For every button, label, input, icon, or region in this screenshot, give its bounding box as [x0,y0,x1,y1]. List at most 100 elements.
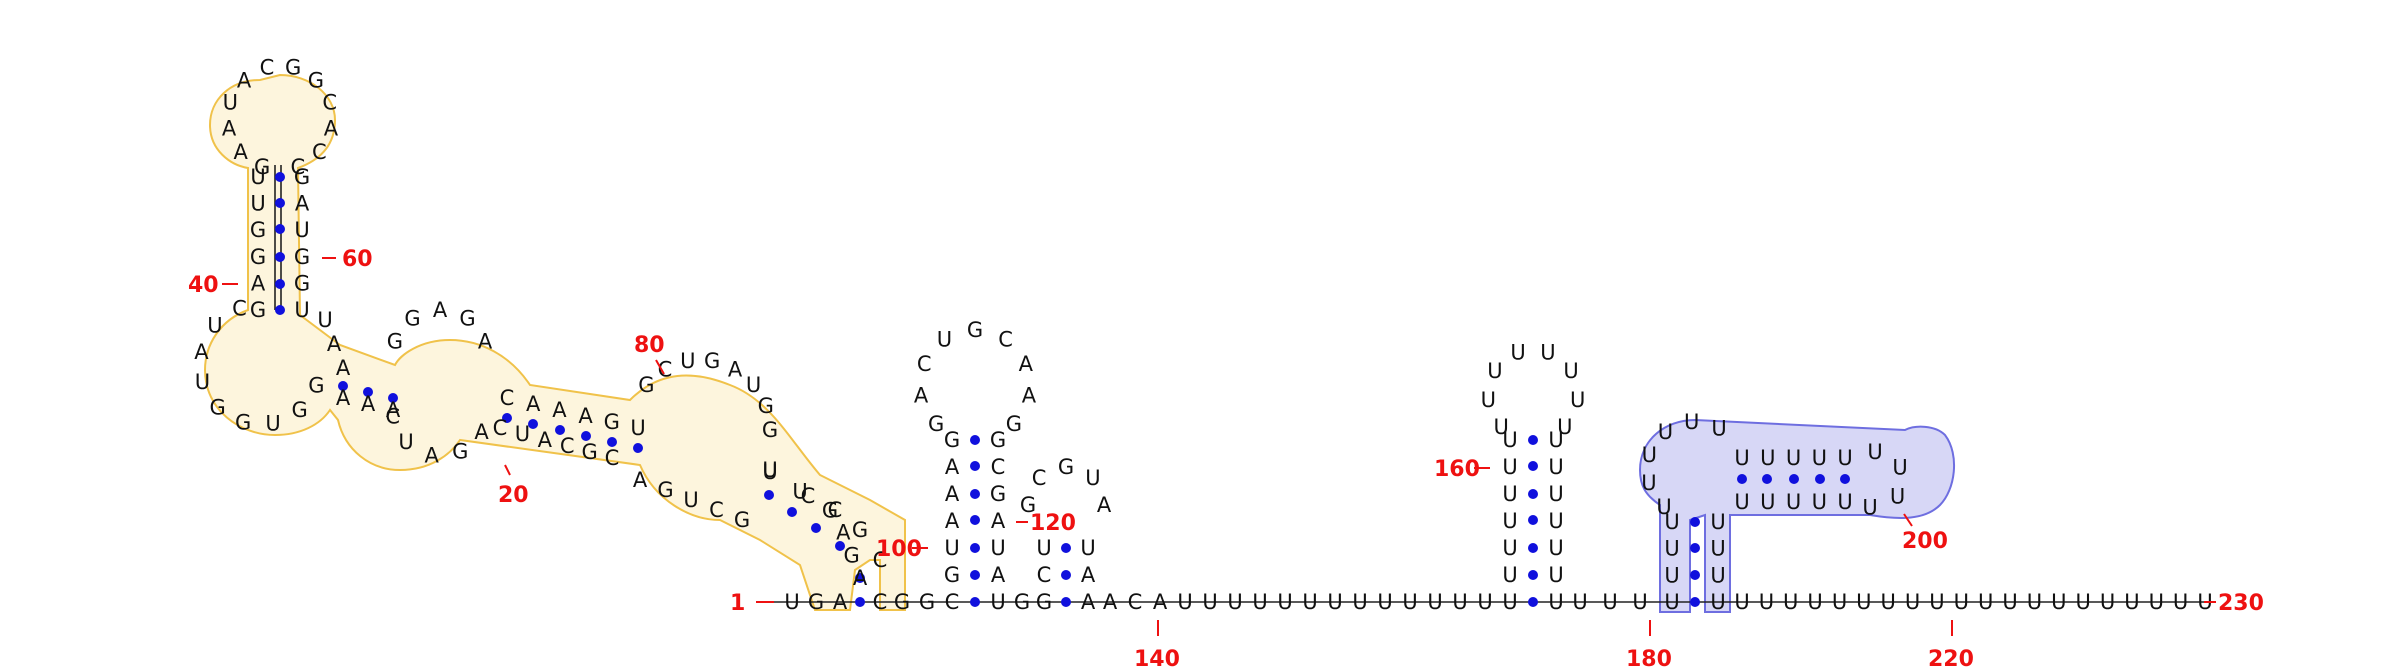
nucleotide: G [235,411,251,435]
nucleotide: G [762,418,778,442]
nucleotide: U [1837,446,1852,470]
nucleotide: A [853,566,868,590]
nucleotide: G [209,395,225,419]
position-label-230: 230 [2204,591,2264,616]
nucleotide: A [552,398,567,422]
nucleotide: C [658,357,673,381]
nucleotide: C [991,455,1006,479]
nucleotide: U [1862,496,1877,520]
nucleotide: U [223,91,238,115]
nucleotide: U [1487,359,1502,383]
svg-text:40: 40 [188,273,219,298]
nucleotide: C [1128,590,1143,614]
nucleotide: G [387,330,403,354]
nucleotide: U [1080,536,1095,560]
nucleotide: C [560,434,575,458]
nucleotide: U [1563,359,1578,383]
nucleotide: G [250,218,266,242]
nucleotide: U [1570,388,1585,412]
nucleotide: G [928,412,944,436]
nucleotide: U [317,308,332,332]
nucleotide: C [260,56,275,80]
nucleotide: C [709,498,724,522]
nucleotide: U [1302,590,1317,614]
nucleotide: U [265,412,280,436]
svg-text:160: 160 [1434,457,1480,482]
nucleotide: U [784,590,799,614]
nucleotide: A [991,563,1006,587]
nucleotide: A [945,482,960,506]
nucleotide: A [1097,493,1112,517]
nucleotide: U [1502,482,1517,506]
nucleotide: U [762,458,777,482]
nucleotide: C [1037,563,1052,587]
nucleotide: U [1352,590,1367,614]
nucleotide: A [474,420,489,444]
nucleotide: U [1452,590,1467,614]
nucleotide: U [1502,563,1517,587]
nucleotide: G [919,590,935,614]
nucleotide: G [291,398,307,422]
nucleotide: G [990,428,1006,452]
nucleotide: C [605,446,620,470]
nucleotide: U [1502,509,1517,533]
nucleotide: U [1427,590,1442,614]
nucleotide: U [250,165,265,189]
nucleotide: A [1019,352,1034,376]
nucleotide: G [250,245,266,269]
nucleotide: G [452,440,468,464]
nucleotide: U [1929,590,1944,614]
nucleotide: U [1892,455,1907,479]
nucleotide: U [1954,590,1969,614]
nucleotide: A [578,404,593,428]
nucleotide: G [294,245,310,269]
nucleotide: A [945,509,960,533]
svg-text:20: 20 [498,483,529,508]
nucleotide: A [1081,563,1096,587]
nucleotide: U [680,349,695,373]
nucleotide: U [1786,490,1801,514]
nucleotide: U [2076,590,2091,614]
nucleotide: G [308,374,324,398]
nucleotide: U [1642,443,1657,467]
position-label-20: 20 [498,464,529,508]
nucleotide: A [433,298,448,322]
nucleotide: U [2027,590,2042,614]
nucleotide: U [1548,428,1563,452]
nucleotide: U [1548,455,1563,479]
nucleotide: A [833,590,848,614]
nucleotide: G [944,563,960,587]
nucleotide: G [808,590,824,614]
nucleotide: U [1760,490,1775,514]
nucleotide: U [762,460,777,484]
nucleotide: A [237,68,252,92]
nucleotide: U [1856,590,1871,614]
nucleotide: U [1664,537,1679,561]
nucleotide: U [1684,410,1699,434]
nucleotide: A [386,398,401,422]
nucleotide: U [207,313,222,337]
nucleotide: U [1572,590,1587,614]
position-label-40: 40 [188,273,238,298]
nucleotide: U [398,430,413,454]
nucleotide: U [1759,590,1774,614]
nucleotide: U [630,416,645,440]
nucleotide: C [290,155,305,179]
nucleotide: A [1103,590,1118,614]
nucleotide: U [990,590,1005,614]
position-label-220: 220 [1928,620,1974,670]
nucleotide: G [844,543,860,567]
nucleotide: G [254,155,270,179]
nucleotide: G [822,499,838,523]
position-label-1: 1 [730,591,774,616]
nucleotide: A [361,392,376,416]
nucleotide: U [1036,536,1051,560]
nucleotide: C [945,590,960,614]
nucleotide: U [1557,415,1572,439]
svg-text:200: 200 [1902,529,1948,554]
nucleotide: U [1502,536,1517,560]
nucleotide: C [493,416,508,440]
position-label-140: 140 [1134,620,1180,670]
